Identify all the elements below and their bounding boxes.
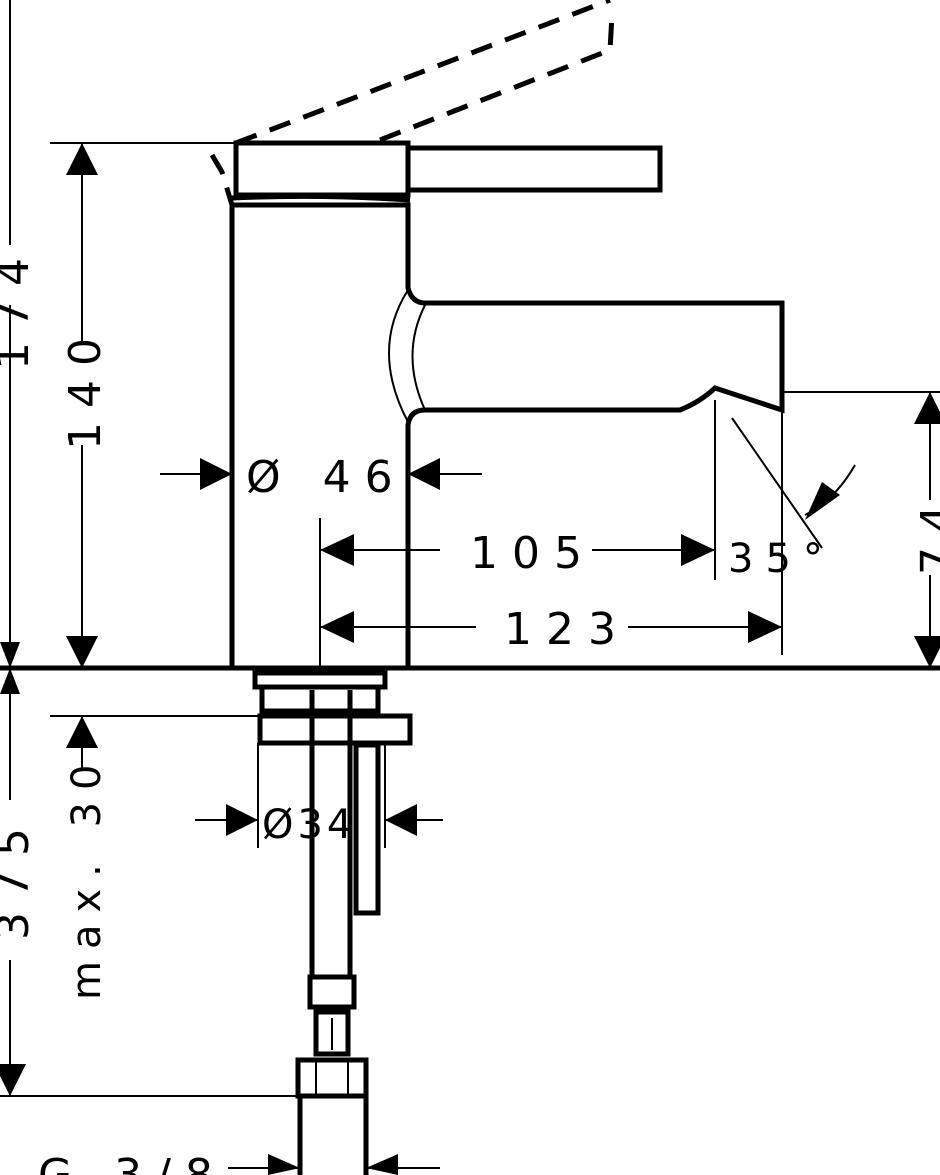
base-ring-2: [259, 684, 381, 714]
label-174: 174: [0, 244, 39, 370]
lever-handle: [233, 140, 411, 198]
spout-curve: [388, 289, 409, 423]
label-123: 123: [504, 604, 630, 655]
label-35-degree: 35°: [728, 536, 835, 582]
faucet-body: [229, 202, 785, 671]
lever-arm: [408, 145, 663, 193]
label-max-30: max. 30: [64, 753, 110, 1000]
spout-curve-inner: [411, 304, 426, 411]
label-105: 105: [470, 528, 596, 579]
hose-nut: [295, 1057, 369, 1099]
label-diameter-34: Ø34: [262, 802, 356, 848]
handle-collar: [231, 193, 411, 203]
mounting-parts: [252, 670, 413, 1175]
label-g-3-8: G 3/8: [38, 1150, 227, 1175]
hose-connector: [307, 974, 357, 1010]
label-diameter-46: Ø 46: [246, 452, 407, 503]
faucet-outline: [229, 140, 785, 671]
dimension-labels: 174 140 Ø 46 105 123 35° 74 375 max. 30 …: [0, 244, 940, 1175]
mounting-plate: [257, 713, 413, 746]
label-375: 375: [0, 814, 39, 940]
lever-open-position: [209, 0, 615, 206]
label-140: 140: [60, 324, 111, 450]
label-74: 74: [912, 491, 940, 575]
lift-rod: [353, 742, 381, 916]
